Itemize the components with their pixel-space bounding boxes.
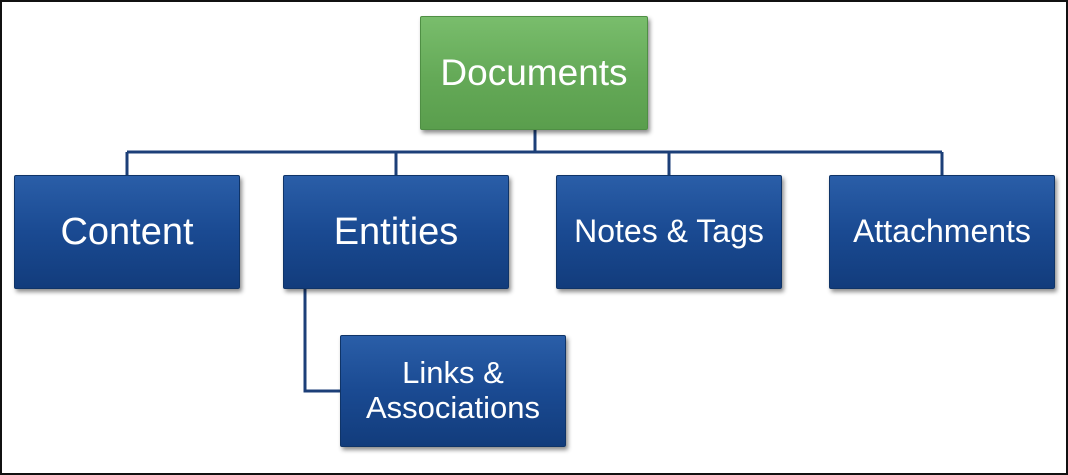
node-content[interactable]: Content xyxy=(14,175,240,289)
node-documents-label: Documents xyxy=(440,52,628,94)
connector-entities-to-links xyxy=(303,289,340,393)
node-links-associations-label: Links & Associations xyxy=(365,355,541,425)
node-documents[interactable]: Documents xyxy=(420,16,648,130)
node-notes-tags-label: Notes & Tags xyxy=(574,213,764,250)
node-attachments[interactable]: Attachments xyxy=(829,175,1055,289)
node-content-label: Content xyxy=(60,210,194,253)
node-entities[interactable]: Entities xyxy=(283,175,509,289)
node-notes-tags[interactable]: Notes & Tags xyxy=(556,175,782,289)
node-links-associations[interactable]: Links & Associations xyxy=(340,335,566,447)
node-entities-label: Entities xyxy=(333,210,459,253)
node-attachments-label: Attachments xyxy=(853,213,1031,250)
